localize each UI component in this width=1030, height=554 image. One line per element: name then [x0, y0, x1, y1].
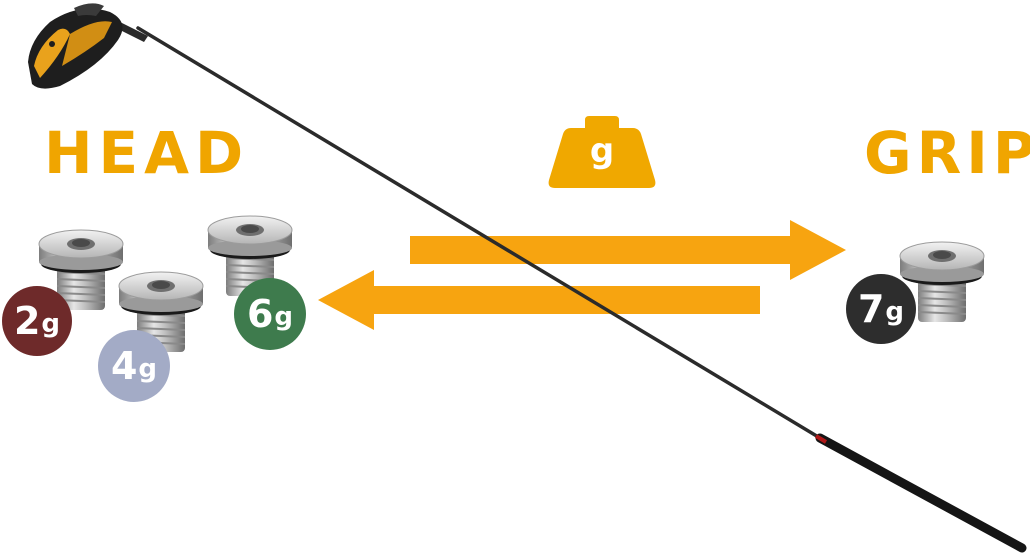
grip-band	[814, 434, 828, 444]
club-head	[28, 3, 123, 89]
weight-badge-unit: g	[274, 302, 294, 332]
weight-badge-unit: g	[885, 297, 905, 327]
weight-badge-number: 4	[110, 344, 138, 388]
weight-badge-number: 6	[246, 292, 274, 336]
weight-icon: g	[547, 116, 657, 188]
weight-badge-number: 7	[857, 287, 885, 331]
arrow-left-icon	[318, 270, 760, 330]
weight-badge-unit: g	[138, 354, 158, 384]
weight-icon-letter: g	[589, 131, 615, 171]
weight-badge-unit: g	[41, 309, 61, 339]
club-grip	[815, 433, 1027, 553]
weight-badge-number: 2	[13, 299, 41, 343]
head-label: HEAD	[44, 119, 250, 187]
grip-label: GRIP	[864, 119, 1030, 187]
